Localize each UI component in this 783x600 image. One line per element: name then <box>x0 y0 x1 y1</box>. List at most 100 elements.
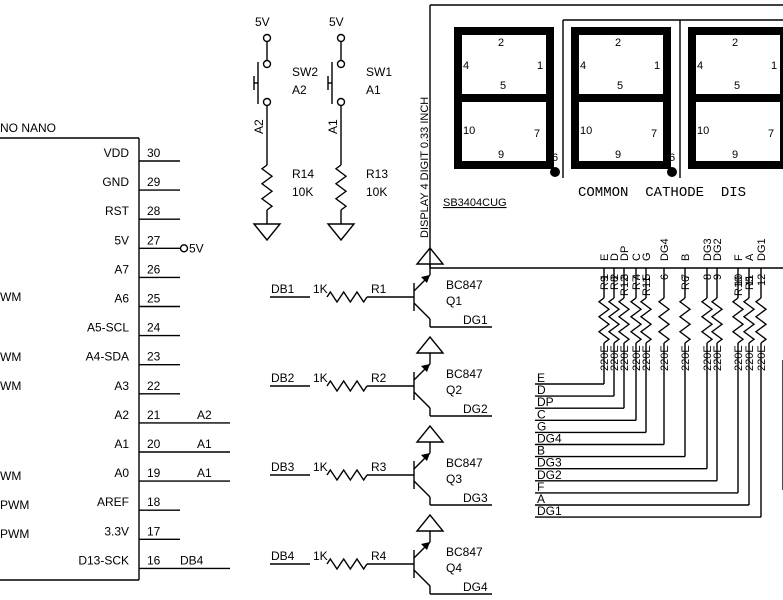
nano-left-label: WM <box>0 290 21 304</box>
nano-pin-name: 5V <box>114 233 129 247</box>
ground-symbol <box>326 223 356 242</box>
display-pin-number: 12 <box>756 274 768 286</box>
display-series-resistor <box>710 297 724 344</box>
display-part-number: SB3404CUG <box>443 197 507 209</box>
display-pin-number: 10 <box>733 274 745 286</box>
display-series-resistor <box>607 297 621 344</box>
display-pin-name: DP <box>619 246 631 261</box>
switch-contact <box>262 59 272 69</box>
display-series-resistor <box>597 297 611 344</box>
display-resistor-name: R10 <box>733 276 745 296</box>
resistor-symbol <box>326 557 368 571</box>
driver-resistor-name: R4 <box>371 549 387 563</box>
nano-pin-number: 27 <box>147 233 161 247</box>
switch-contact <box>336 97 346 107</box>
resistor-symbol <box>326 379 368 393</box>
display-resistor-value: 220E <box>744 345 756 371</box>
bus-label: F <box>537 480 544 494</box>
display-resistor-name: R11 <box>641 277 653 296</box>
driver-net-in: DB3 <box>271 460 295 474</box>
ground-symbol <box>415 424 445 443</box>
bus-label: E <box>537 371 545 385</box>
display-series-resistor <box>629 297 643 344</box>
display-resistor-value: 220E <box>641 345 653 371</box>
switch-resistor-name: R14 <box>292 167 314 181</box>
nano-pin-number: 16 <box>147 553 161 567</box>
nano-pin-name: A2 <box>114 408 129 422</box>
nano-pin-number: 29 <box>147 175 161 189</box>
resistor-symbol <box>326 290 368 304</box>
display-resistor-value: 220E <box>702 345 714 371</box>
ground-symbol <box>415 513 445 532</box>
segment-number: 10 <box>697 125 709 137</box>
display-series-resistor <box>731 297 745 344</box>
emitter-arrow <box>421 542 430 550</box>
display-pin-number: 4 <box>631 274 643 280</box>
display-resistor-value: 220E <box>712 345 724 371</box>
switch-contact <box>262 97 272 107</box>
nano-pin-number: 19 <box>147 466 161 480</box>
ground-symbol <box>415 335 445 354</box>
transistor-type: BC847 <box>446 367 483 381</box>
transistor-name: Q2 <box>446 383 462 397</box>
display-pin-number: 5 <box>641 274 653 280</box>
segment-number: 5 <box>500 80 506 92</box>
driver-resistor-value: 1K <box>313 282 328 296</box>
supply-terminal <box>336 33 346 43</box>
display-resistor-value: 220E <box>609 345 621 371</box>
nano-left-label: PWM <box>0 527 29 541</box>
segment-number: 10 <box>463 125 475 137</box>
bus-label: B <box>537 444 545 458</box>
nano-pin-number: 23 <box>147 350 161 364</box>
nano-pin-name: GND <box>102 175 129 189</box>
bus-label: DP <box>537 395 554 409</box>
bus-label: DG4 <box>537 432 562 446</box>
nano-net-label: DB4 <box>180 553 204 567</box>
display-pin-name: B <box>680 254 692 261</box>
seven-segment-display: DISPLAY 4 DIGIT 0.33 INCH SB3404CUG COMM… <box>419 4 783 518</box>
wire <box>413 569 431 587</box>
emitter-arrow <box>421 364 430 372</box>
bus-label: G <box>537 419 546 433</box>
driver-resistor-name: R3 <box>371 460 387 474</box>
segment-number: 5 <box>617 80 623 92</box>
nano-pin-name: A4-SDA <box>86 350 129 364</box>
display-pin-name: DG2 <box>712 238 724 261</box>
driver-resistor-value: 1K <box>313 460 328 474</box>
wire <box>413 480 431 498</box>
arduino-title: NO NANO <box>0 121 56 135</box>
segment-number: 9 <box>498 149 504 161</box>
nano-pin-name: VDD <box>104 146 130 160</box>
display-resistor-value: 220E <box>659 345 671 371</box>
segment-number: 7 <box>534 128 540 140</box>
switch-supply-label: 5V <box>329 15 344 29</box>
bus-label: C <box>537 407 546 421</box>
segment-number: 9 <box>615 149 621 161</box>
driver-resistor-value: 1K <box>313 549 328 563</box>
display-series-resistor <box>754 297 768 344</box>
display-pin-name: A <box>744 253 756 261</box>
nano-pin-number: 17 <box>147 524 161 538</box>
nano-net-label: A2 <box>197 408 212 422</box>
nano-pin-number: 24 <box>147 321 161 335</box>
switch-net: A2 <box>292 83 307 97</box>
display-pin-name: DG3 <box>702 238 714 261</box>
decimal-point <box>550 167 560 177</box>
display-resistor-value: 220E <box>756 345 768 371</box>
display-resistor-name: R6 <box>680 276 692 290</box>
driver-net-in: DB2 <box>271 371 295 385</box>
transistor-name: Q4 <box>446 561 462 575</box>
display-caption: COMMON CATHODE DIS <box>578 185 746 201</box>
transistor-name: Q1 <box>446 294 462 308</box>
segment-number: 4 <box>463 60 469 72</box>
switch-name: SW2 <box>292 65 318 79</box>
nano-net-label: 5V <box>189 241 204 255</box>
driver-net-out: DG2 <box>463 402 488 416</box>
nano-pin-number: 30 <box>147 146 161 160</box>
display-resistor-name: R8 <box>609 276 621 290</box>
bus-label: D <box>537 383 546 397</box>
